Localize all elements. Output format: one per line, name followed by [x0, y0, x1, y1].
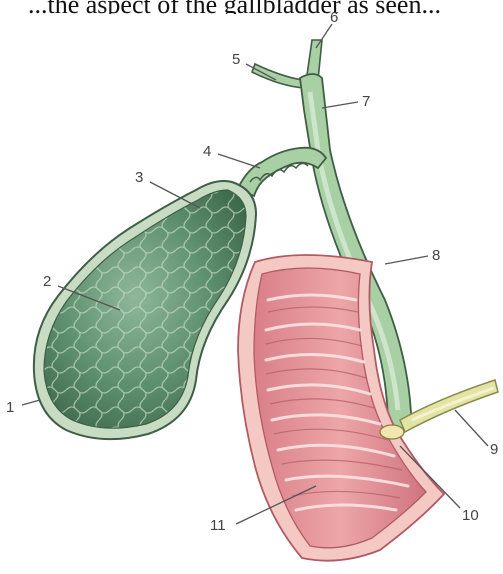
cystic-duct	[238, 148, 326, 196]
label-6: 6	[330, 9, 338, 26]
gallbladder	[34, 181, 256, 439]
label-10: 10	[462, 507, 479, 524]
label-7: 7	[362, 93, 370, 110]
label-1: 1	[6, 399, 14, 416]
label-3: 3	[135, 169, 143, 186]
label-11: 11	[210, 517, 226, 534]
label-8: 8	[432, 247, 440, 264]
label-5: 5	[232, 51, 240, 68]
label-9: 9	[490, 441, 498, 458]
label-2: 2	[43, 273, 51, 290]
duodenum	[238, 255, 444, 561]
label-4: 4	[203, 143, 211, 160]
